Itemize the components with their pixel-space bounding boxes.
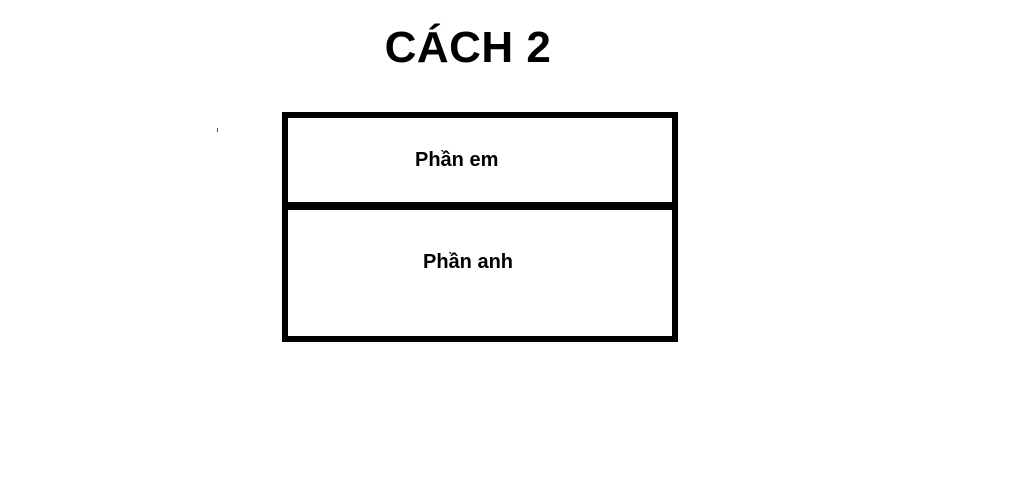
divider-line — [282, 202, 678, 210]
stray-mark — [217, 128, 218, 132]
section-bottom: Phần anh — [288, 214, 672, 336]
diagram-title: CÁCH 2 — [384, 23, 552, 72]
section-top-label: Phần em — [415, 149, 499, 171]
split-box: Phần em Phần anh — [282, 112, 678, 342]
section-top: Phần em — [288, 118, 672, 206]
section-bottom-label: Phần anh — [423, 251, 514, 273]
